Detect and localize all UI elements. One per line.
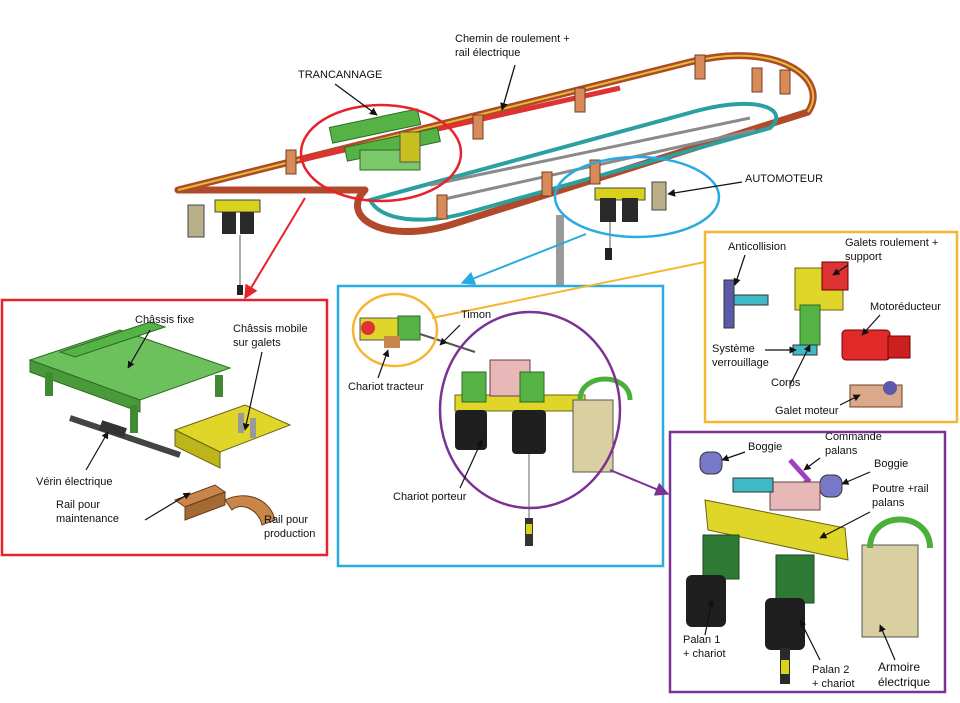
galet-moteur-arrow [839,394,861,406]
label-timon: Timon [461,309,492,321]
commande-arrow [803,457,821,471]
palan1-arrow [704,599,715,636]
galets-arrow [832,264,849,276]
label-poutre-rail-palans: Poutre +rail palans [872,483,929,509]
trancannage-highlight-ellipse [299,103,463,203]
trancannage-arrow [334,83,378,116]
label-commande-palans: Commande palans [825,431,882,457]
palan2-arrow [799,619,821,661]
boggie-right-arrow [841,471,871,485]
poutre-arrow [819,511,871,539]
chassis-mobile-arrow [242,351,263,431]
label-chariot-tracteur: Chariot tracteur [348,381,424,393]
tracteur-detail-drawing [723,261,911,408]
chariot-tracteur-ellipse [351,292,439,368]
label-palan-1: Palan 1 + chariot [683,634,726,660]
armoire-arrow [879,624,896,661]
label-chemin-de-roulement: Chemin de roulement + rail électrique [455,33,570,59]
orange-connector [431,261,706,319]
label-rail-maintenance: Rail pour maintenance [56,499,119,525]
label-automoteur: AUTOMOTEUR [745,173,824,185]
label-armoire-electrique: Armoire électrique [878,660,931,689]
verin-arrow [85,431,109,471]
label-corps: Corps [771,377,801,389]
anticollision-arrow [733,254,746,286]
track-center-post [556,215,564,285]
label-anticollision: Anticollision [728,241,787,253]
chemin-arrow [500,64,516,111]
overview-left-carriage [187,199,261,295]
label-boggie-left: Boggie [748,441,783,453]
motoreducteur-arrow [861,314,881,336]
porteur-detail-box [668,430,947,694]
label-chassis-mobile: Châssis mobile sur galets [233,323,308,349]
overview-trancannage-unit [328,108,441,171]
boggie-left-arrow [721,451,746,462]
automoteur-detail-drawing [359,315,633,546]
label-motoreducteur: Motoréducteur [870,301,941,313]
purple-connector [609,469,670,496]
automoteur-detail-box [336,284,665,568]
label-chassis-fixe: Châssis fixe [135,314,195,326]
automoteur-highlight-ellipse [553,155,721,239]
trancannage-detail-box [0,298,329,557]
red-connector [244,197,306,300]
label-systeme-verrouillage: Système verrouillage [712,343,769,369]
trancannage-detail-drawing [28,321,292,526]
label-rail-production: Rail pour production [264,514,316,540]
timon-arrow [439,324,461,346]
label-trancannage: TRANCANNAGE [298,69,383,81]
tracteur-detail-box [703,230,959,424]
chassis-fixe-arrow [127,329,151,369]
track-inner-rail [367,101,778,222]
label-galet-moteur: Galet moteur [775,405,839,417]
cyan-connector [460,233,587,285]
automoteur-arrow [667,181,743,197]
overview-automoteur-carriage [594,181,667,260]
overview-track [174,52,817,295]
corps-arrow [789,344,811,386]
label-galets-roulement: Galets roulement + support [845,237,939,263]
label-chariot-porteur: Chariot porteur [393,491,467,503]
chariot-porteur-ellipse [438,310,622,510]
track-outer-rail-edge [177,54,815,191]
porteur-detail-drawing [686,451,933,684]
chariot-porteur-arrow [459,439,483,489]
label-boggie-right: Boggie [874,458,909,470]
rail-maintenance-arrow [144,492,191,521]
label-palan-2: Palan 2 + chariot [812,664,855,690]
track-pylons [285,54,791,220]
chariot-tracteur-arrow [377,349,390,379]
label-verin-electrique: Vérin électrique [36,476,113,488]
